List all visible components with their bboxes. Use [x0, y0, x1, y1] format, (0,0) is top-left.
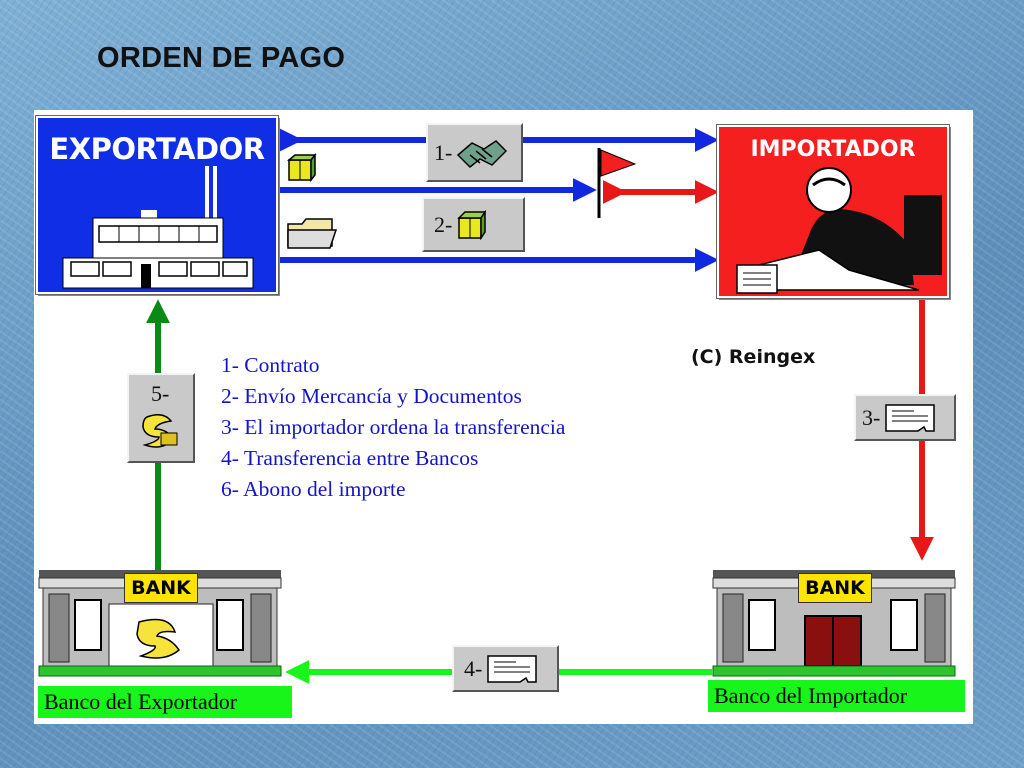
step-4-tag: 4- — [452, 645, 559, 692]
document-icon — [487, 654, 538, 683]
step-2-tag: 2- — [422, 197, 525, 252]
legend-item: 3- El importador ordena la transferencia — [221, 415, 566, 439]
step-3-label: 3- — [862, 404, 881, 430]
folder-icon — [287, 218, 338, 249]
factory-icon — [62, 166, 254, 289]
legend-item: 2- Envío Mercancía y Documentos — [221, 384, 522, 408]
document-icon — [885, 403, 936, 432]
step-5-tag: 5- — [127, 373, 195, 463]
exporter-name: EXPORTADOR — [49, 132, 265, 166]
package-icon — [457, 209, 487, 240]
step-4-label: 4- — [464, 655, 483, 681]
exporter-box: EXPORTADOR — [35, 115, 279, 295]
legend: 1- Contrato 2- Envío Mercancía y Documen… — [221, 350, 565, 505]
step-1-tag: 1- — [426, 123, 523, 182]
package-icon — [286, 152, 317, 183]
copyright-label: (C) Reingex — [691, 346, 816, 368]
money-icon — [142, 414, 178, 448]
businessman-icon — [736, 167, 942, 294]
importer-bank: BANK — [712, 570, 956, 678]
flag-icon — [597, 148, 637, 218]
exporter-bank: BANK — [38, 570, 282, 678]
importer-box: IMPORTADOR — [716, 124, 950, 299]
bank-sign: BANK — [124, 573, 198, 603]
legend-item: 4- Transferencia entre Bancos — [221, 446, 479, 470]
diagram-panel: EXPORTADOR IMPORTADOR — [34, 110, 973, 724]
legend-item: 1- Contrato — [221, 353, 320, 377]
legend-item: 6- Abono del importe — [221, 477, 406, 501]
step-2-label: 2- — [434, 211, 453, 237]
handshake-icon — [457, 139, 508, 168]
step-5-label: 5- — [151, 381, 170, 406]
bank-sign: BANK — [798, 573, 872, 603]
slide-title: ORDEN DE PAGO — [97, 42, 346, 74]
importer-bank-caption: Banco del Importador — [708, 680, 965, 712]
step-1-label: 1- — [434, 139, 453, 165]
step-3-tag: 3- — [854, 394, 956, 441]
exporter-bank-caption: Banco del Exportador — [38, 686, 292, 718]
importer-name: IMPORTADOR — [750, 137, 916, 162]
